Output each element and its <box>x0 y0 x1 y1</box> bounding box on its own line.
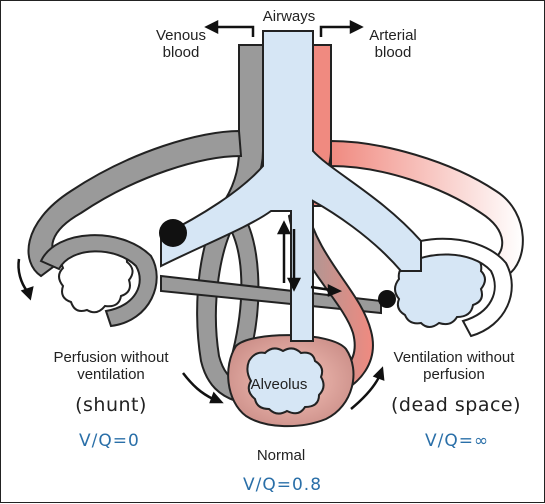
arterial-blood-label: Arterial blood <box>369 27 417 62</box>
airway-obstruction-dot <box>159 219 187 247</box>
airways-label: Airways <box>262 8 316 25</box>
deadspace-label: (dead space) <box>390 394 522 416</box>
airway-tree <box>160 30 422 342</box>
alveolus-label: Alveolus <box>250 376 308 393</box>
shunt-label: (shunt) <box>75 394 147 416</box>
deadspace-vessel-ring <box>394 237 513 338</box>
normal-vq-ratio: V/Q=0.8 <box>243 475 323 495</box>
flow-arrows <box>17 19 385 410</box>
normal-label: Normal <box>256 447 306 464</box>
normal-alveolus-inner <box>246 347 325 415</box>
deadspace-vq-ratio: V/Q=∞ <box>425 431 490 451</box>
shunt-vq-ratio: V/Q=0 <box>79 431 140 451</box>
shunt-vessel-ring <box>39 234 158 328</box>
venous-blood-label: Venous blood <box>155 27 207 62</box>
shunt-description: Perfusion without ventilation <box>53 349 169 384</box>
vessel-obstruction-dot <box>378 290 396 308</box>
deadspace-description: Ventilation without perfusion <box>393 349 515 384</box>
